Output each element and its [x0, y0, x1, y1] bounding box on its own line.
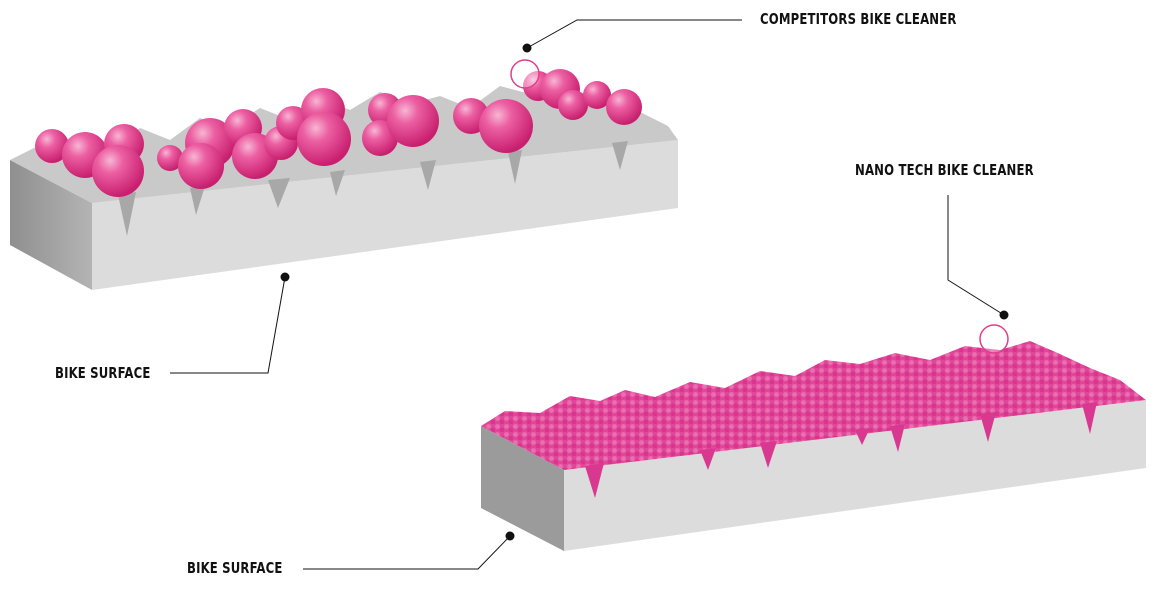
label-nano-tech-cleaner: NANO TECH BIKE CLEANER — [855, 161, 1034, 179]
competitor-droplets — [35, 69, 642, 197]
leader-surface-top — [170, 276, 286, 374]
block-end-face — [10, 160, 92, 290]
leader-nano — [947, 195, 1005, 316]
dot-surface-top — [280, 272, 290, 282]
block-front-face — [564, 400, 1146, 551]
competitor-highlight-ring — [510, 59, 540, 89]
dot-nano — [999, 310, 1009, 320]
leader-surface-bottom — [303, 535, 511, 570]
nano-coating — [481, 341, 1146, 470]
surface-grooves — [118, 141, 628, 236]
coated-grooves — [585, 402, 1097, 498]
dot-competitor — [522, 43, 532, 53]
leader-competitor — [526, 19, 742, 49]
block-front-face — [92, 140, 678, 290]
dot-surface-bottom — [505, 531, 515, 541]
leader-lines — [170, 19, 1005, 570]
surface-block-nano — [481, 324, 1146, 551]
surface-block-competitor — [10, 59, 678, 290]
label-competitor-cleaner: COMPETITORS BIKE CLEANER — [760, 10, 957, 28]
label-bike-surface-top: BIKE SURFACE — [55, 364, 151, 382]
nano-highlight-ring — [979, 324, 1009, 354]
leader-dots — [280, 43, 1009, 541]
label-bike-surface-bottom: BIKE SURFACE — [187, 559, 283, 577]
block-end-face — [481, 426, 564, 551]
